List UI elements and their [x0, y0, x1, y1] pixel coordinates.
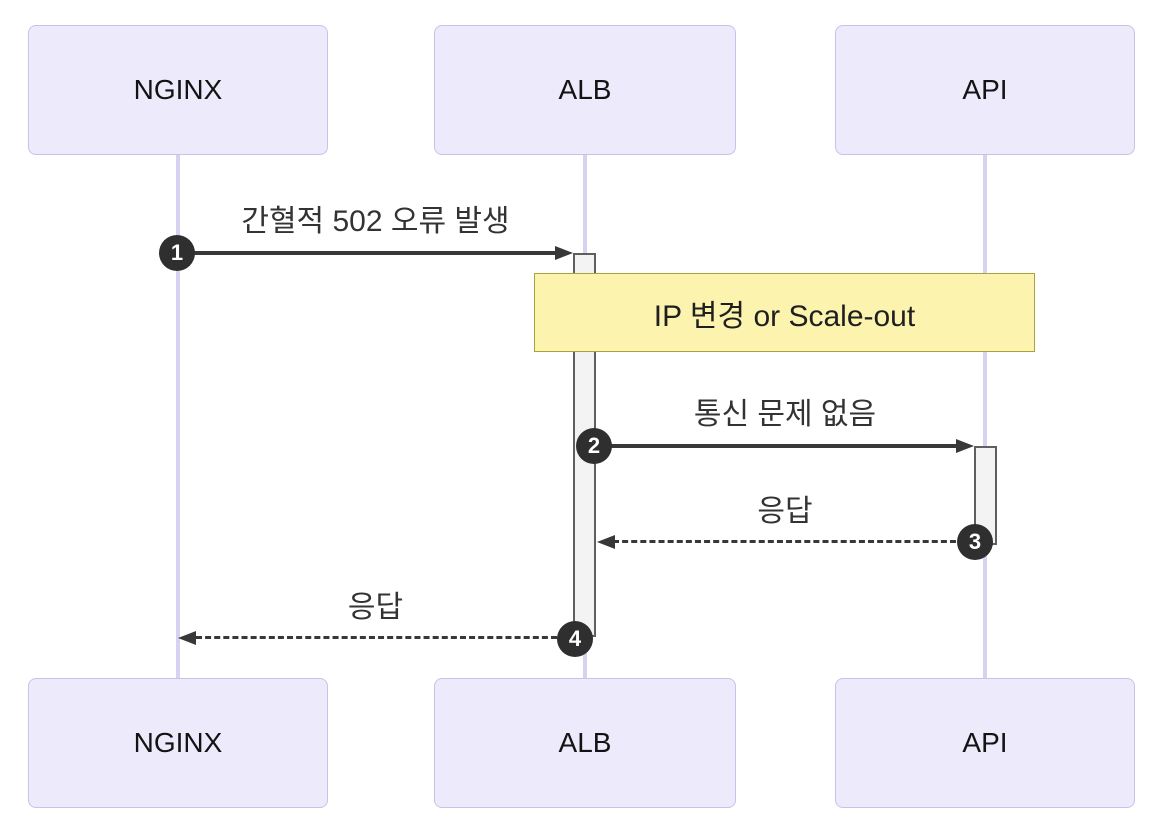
- message-2-line: [594, 444, 956, 448]
- message-3-line: [613, 540, 956, 543]
- lifeline-api: [983, 155, 987, 678]
- actor-alb-label: ALB: [558, 74, 612, 105]
- message-2-arrowhead-icon: [956, 439, 974, 453]
- message-3-arrowhead-icon: [597, 535, 615, 549]
- actor-nginx-label: NGINX: [133, 74, 223, 105]
- message-4-label: 응답: [347, 591, 404, 624]
- message-3-seq-badge: 3: [957, 524, 993, 560]
- message-1-arrowhead-icon: [555, 246, 573, 260]
- actor-api-top: API: [835, 25, 1135, 155]
- message-4-seq-badge: 4: [557, 621, 593, 657]
- message-3-label: 응답: [757, 495, 813, 528]
- message-4-line: [196, 636, 557, 639]
- message-1-label: 간혈적 502 오류 발생: [241, 205, 510, 238]
- actor-nginx-bottom: NGINX: [28, 678, 328, 808]
- note-ip-change-or-scale-out: IP 변경 or Scale-out: [534, 273, 1035, 352]
- message-2-label: 통신 문제 없음: [693, 398, 877, 431]
- message-1-seq-badge: 1: [159, 235, 195, 271]
- actor-nginx-top: NGINX: [28, 25, 328, 155]
- message-2-seq-badge: 2: [576, 428, 612, 464]
- message-1-line: [177, 251, 556, 255]
- actor-alb-top: ALB: [434, 25, 736, 155]
- actor-alb-bottom: ALB: [434, 678, 736, 808]
- actor-api-label: API: [962, 74, 1008, 105]
- actor-api-label: API: [962, 727, 1008, 758]
- lifeline-nginx: [176, 155, 180, 678]
- actor-alb-label: ALB: [558, 727, 612, 758]
- actor-nginx-label: NGINX: [133, 727, 223, 758]
- message-4-arrowhead-icon: [178, 631, 196, 645]
- note-label: IP 변경 or Scale-out: [653, 299, 916, 333]
- actor-api-bottom: API: [835, 678, 1135, 808]
